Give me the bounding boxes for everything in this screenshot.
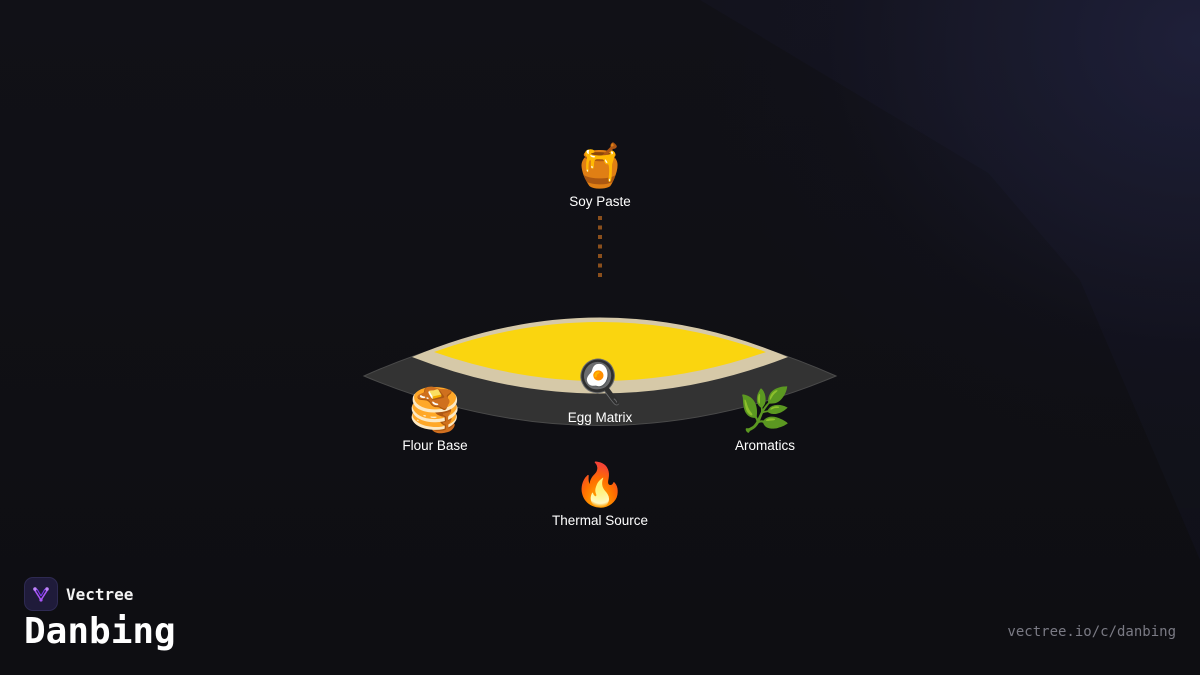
herb-icon: 🌿	[738, 386, 792, 433]
egg-layer	[434, 322, 766, 381]
fried-egg-pan-icon: 🍳	[573, 358, 627, 405]
brand-name: Vectree	[66, 584, 134, 604]
node-label: Soy Paste	[569, 194, 631, 209]
node-label: Thermal Source	[551, 513, 649, 528]
pancakes-icon: 🥞	[408, 386, 462, 433]
vectree-logo-icon	[24, 577, 58, 611]
page-url[interactable]: vectree.io/c/danbing	[1007, 624, 1176, 640]
fire-icon: 🔥	[573, 461, 627, 508]
node-label: Flour Base	[402, 438, 468, 453]
node-egg-matrix: 🍳 Egg Matrix	[520, 358, 680, 425]
honey-pot-icon: 🍯	[573, 142, 627, 189]
node-label: Egg Matrix	[567, 410, 633, 425]
node-flour-base: 🥞 Flour Base	[355, 386, 515, 453]
node-soy-paste: 🍯 Soy Paste	[520, 142, 680, 209]
node-thermal-source: 🔥 Thermal Source	[520, 461, 680, 528]
vectree-logo-glyph	[33, 587, 49, 602]
brand: Vectree	[24, 577, 133, 611]
brand-row: Vectree	[24, 577, 133, 611]
node-aromatics: 🌿 Aromatics	[685, 386, 845, 453]
page-title: Danbing	[24, 611, 176, 652]
node-label: Aromatics	[734, 438, 795, 453]
